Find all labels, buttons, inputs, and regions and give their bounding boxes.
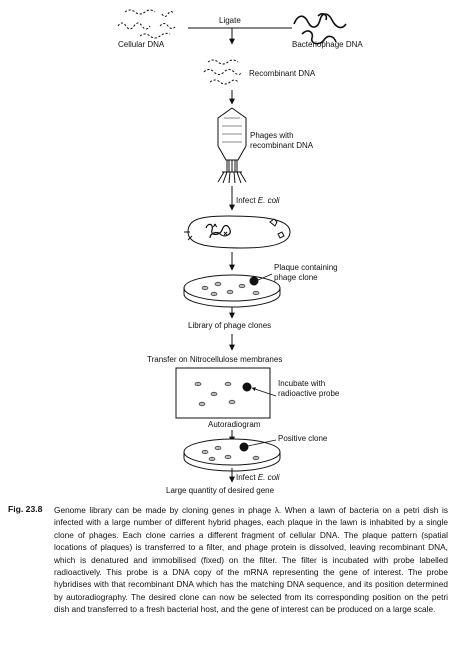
positive-clone-label: Positive clone [278,434,328,443]
probe-hybrid-dot [242,382,252,392]
incubate-label-line1: Incubate with [278,379,326,388]
cellular-dna-fragments [117,9,177,39]
infect-ecoli-final-label: Infect E. coli [236,473,280,483]
ligate-junction [188,27,292,45]
cellular-dna-label: Cellular DNA [118,40,165,49]
transfer-label: Transfer on Nitrocellulose membranes [147,355,283,364]
phages-label-line2: recombinant DNA [250,141,314,150]
ecoli-name-final: E. coli [257,473,280,482]
plaque-label-line2: phage clone [274,273,318,282]
library-label: Library of phage clones [188,321,272,330]
positive-clone-dot [239,442,249,452]
infect-verb-final: Infect [236,473,258,482]
recombinant-dna-fragments [203,59,243,85]
plaque-label-line1: Plaque containing [274,263,338,272]
caption-text: Genome library can be made by cloning ge… [54,505,448,615]
phages-label-line1: Phages with [250,131,294,140]
nitrocellulose-membrane [175,367,271,419]
autoradiogram-label: Autoradiogram [208,420,261,429]
incubate-label-line2: radioactive probe [278,389,340,398]
recombinant-dna-label: Recombinant DNA [249,69,316,78]
infect-ecoli-label: Infect E. coli [236,196,280,206]
probe-arrow [251,387,277,397]
infect-verb: Infect [236,196,258,205]
bacteriophage-dna-label: Bacteriophage DNA [292,40,363,49]
positive-clone-pointer [247,439,277,447]
figure-number: Fig. 23.8 [8,504,43,514]
ligate-label: Ligate [219,16,241,25]
plaque-clone-dot [249,276,259,286]
petri-dish-plaques [183,274,281,308]
autoradiogram-dish [183,438,281,472]
large-quantity-label: Large quantity of desired gene [166,486,275,495]
ecoli-name: E. coli [257,196,280,205]
bacteriophage-dna [293,13,347,45]
phage-icon [217,107,247,184]
ecoli-cell [184,215,291,249]
genome-library-diagram [117,9,347,483]
plaque-pointer [257,273,273,281]
